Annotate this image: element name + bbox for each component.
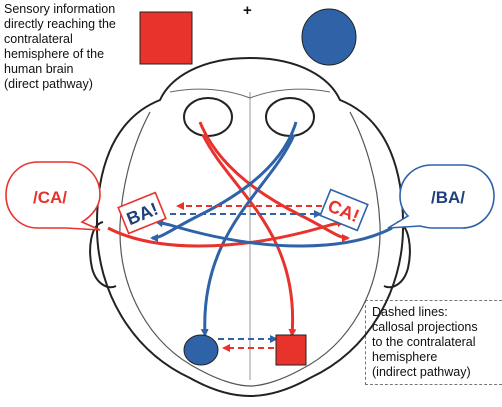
left-speech-bubble [5, 161, 101, 231]
red-visual-path-to-square [201, 134, 297, 337]
blue-circle-stimulus [301, 8, 357, 66]
direct-pathway-caption: Sensory information directly reaching th… [4, 2, 116, 91]
left-ear [89, 221, 117, 289]
blue-circle-target [183, 334, 219, 366]
red-square-target [275, 334, 307, 366]
brain-inner-outline [119, 111, 381, 387]
left-bubble-text: /CA/ [33, 188, 67, 207]
right-bubble-text: /BA/ [431, 188, 465, 207]
right-speech-bubble [387, 164, 495, 229]
red-auditory-path [107, 219, 345, 248]
blue-visual-path-upper [150, 121, 298, 242]
red-visual-path-upper [198, 121, 350, 242]
blue-visual-path-to-circle [200, 134, 296, 337]
red-square-stimulus [139, 11, 193, 65]
right-eye [265, 97, 315, 137]
right-ear [383, 221, 411, 289]
skull-outline [95, 56, 405, 398]
frontal-contour [169, 88, 331, 99]
blue-auditory-path [155, 219, 393, 248]
left-eye [183, 97, 233, 137]
indirect-pathway-caption: Dashed lines: callosal projections to th… [365, 300, 502, 385]
plus-sign: + [243, 2, 252, 19]
left-hemisphere-tag: BA! [117, 191, 167, 235]
